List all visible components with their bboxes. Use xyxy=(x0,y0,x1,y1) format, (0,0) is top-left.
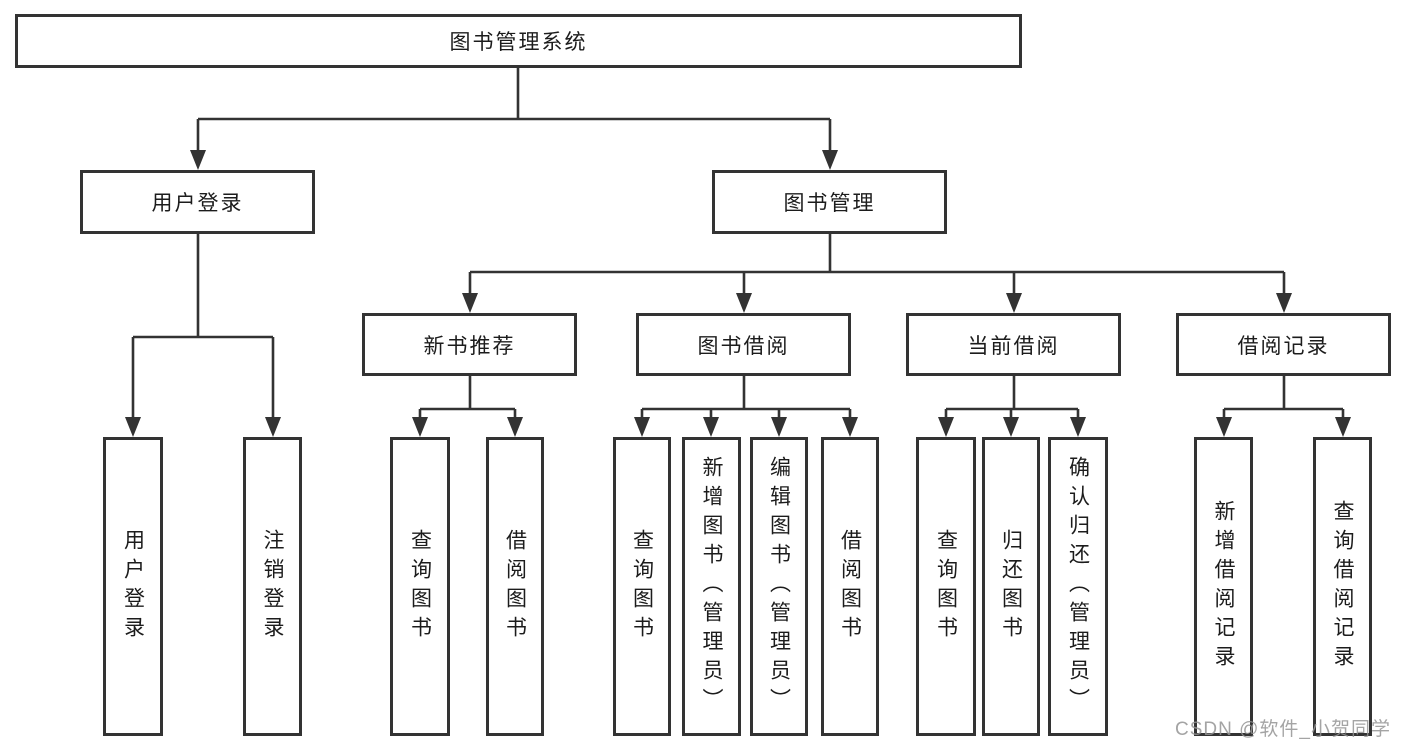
leaf-logout: 注销登录 xyxy=(243,437,302,736)
leaf-label: 新增借阅记录 xyxy=(1212,499,1235,674)
leaf-label: 新增图书（管理员） xyxy=(700,456,723,717)
leaf-user-login: 用户登录 xyxy=(103,437,163,736)
leaf-query-books-borrow: 查询图书 xyxy=(613,437,671,736)
leaf-label: 查询图书 xyxy=(408,528,432,645)
arrow-down-icon xyxy=(1276,293,1292,313)
leaf-borrow-books-recommend: 借阅图书 xyxy=(486,437,544,736)
leaf-label: 借阅图书 xyxy=(838,528,862,645)
leaf-label: 查询借阅记录 xyxy=(1331,499,1354,674)
leaf-query-books-recommend: 查询图书 xyxy=(390,437,450,736)
node-root-library-management-system: 图书管理系统 xyxy=(15,14,1022,68)
arrow-down-icon xyxy=(1006,293,1022,313)
leaf-add-borrow-record: 新增借阅记录 xyxy=(1194,437,1253,736)
node-user-login: 用户登录 xyxy=(80,170,315,234)
arrow-down-icon xyxy=(703,417,719,437)
leaf-add-books-admin: 新增图书（管理员） xyxy=(682,437,741,736)
arrow-down-icon xyxy=(1070,417,1086,437)
node-new-book-recommend: 新书推荐 xyxy=(362,313,577,376)
arrow-down-icon xyxy=(1216,417,1232,437)
node-current-borrow: 当前借阅 xyxy=(906,313,1121,376)
connector-current-borrow-to-leaves xyxy=(938,376,1086,437)
leaf-label: 确认归还（管理员） xyxy=(1066,456,1090,717)
connector-book-borrow-to-leaves xyxy=(634,376,858,437)
arrow-down-icon xyxy=(125,417,141,437)
leaf-return-books: 归还图书 xyxy=(982,437,1040,736)
arrow-down-icon xyxy=(842,417,858,437)
node-book-management: 图书管理 xyxy=(712,170,947,234)
arrow-down-icon xyxy=(771,417,787,437)
arrow-down-icon xyxy=(265,417,281,437)
leaf-label: 查询图书 xyxy=(934,528,958,645)
arrow-down-icon xyxy=(938,417,954,437)
arrow-down-icon xyxy=(736,293,752,313)
connector-new-book-recommend-to-leaves xyxy=(412,376,523,437)
leaf-label: 归还图书 xyxy=(999,528,1023,645)
leaf-query-borrow-record: 查询借阅记录 xyxy=(1313,437,1372,736)
node-borrow-records: 借阅记录 xyxy=(1176,313,1391,376)
connector-borrow-records-to-leaves xyxy=(1216,376,1351,437)
leaf-label: 编辑图书（管理员） xyxy=(767,456,791,717)
arrow-down-icon xyxy=(1335,417,1351,437)
node-book-borrow: 图书借阅 xyxy=(636,313,851,376)
arrow-down-icon xyxy=(1003,417,1019,437)
leaf-label: 借阅图书 xyxy=(503,528,527,645)
arrow-down-icon xyxy=(634,417,650,437)
connector-book-management-to-level3 xyxy=(462,234,1292,313)
leaf-query-books-current: 查询图书 xyxy=(916,437,976,736)
arrow-down-icon xyxy=(462,293,478,313)
arrow-down-icon xyxy=(507,417,523,437)
leaf-label: 用户登录 xyxy=(121,528,145,645)
leaf-confirm-return-admin: 确认归还（管理员） xyxy=(1048,437,1108,736)
arrow-down-icon xyxy=(412,417,428,437)
connector-user-login-to-leaves xyxy=(125,234,281,437)
leaf-label: 注销登录 xyxy=(261,528,284,645)
connector-root-to-level2 xyxy=(190,68,838,170)
leaf-borrow-books: 借阅图书 xyxy=(821,437,879,736)
arrow-down-icon xyxy=(822,150,838,170)
leaf-label: 查询图书 xyxy=(630,528,654,645)
leaf-edit-books-admin: 编辑图书（管理员） xyxy=(750,437,808,736)
arrow-down-icon xyxy=(190,150,206,170)
